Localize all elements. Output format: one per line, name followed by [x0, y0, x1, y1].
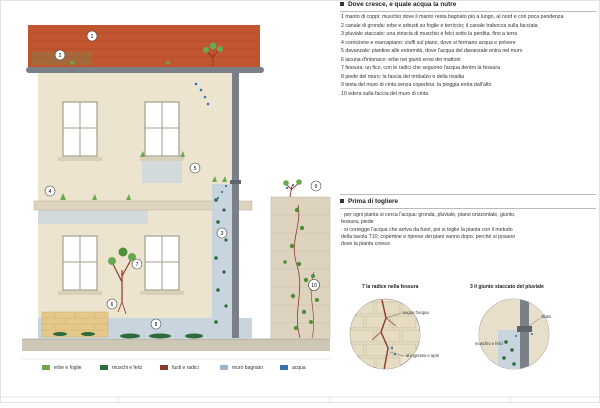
downpipe: [232, 70, 239, 338]
legend-item: fusti e radici: [160, 365, 199, 371]
boundary-wall: [270, 196, 331, 340]
legend-item: muschi e felci: [100, 365, 142, 371]
callout-8: 8: [150, 318, 162, 330]
list-item: 8 piede del muro: la fascia del rimbalzo…: [341, 73, 465, 80]
section-rule: [340, 208, 596, 209]
svg-text:muschio e felci: muschio e felci: [475, 341, 503, 346]
section-rule: [340, 11, 596, 12]
list-item: 2 canale di gronda: erbe e arbusti su fo…: [341, 22, 538, 29]
before-list: · per ogni pianta si cerca l'acqua: gron…: [341, 212, 516, 250]
callout-6: 6: [106, 298, 118, 310]
string-course: [33, 200, 253, 211]
list-item: 1 manto di coppi: muschio dove il manto …: [341, 14, 564, 20]
list-item: 7 fessura: un fico, con le radici che se…: [341, 65, 501, 71]
callout-4: 4: [44, 185, 56, 197]
downpipe-wet-stripe: [212, 184, 232, 338]
legend-swatch: [42, 365, 50, 371]
legend-item: muro bagnato: [220, 365, 263, 371]
svg-text:7: 7: [136, 262, 139, 268]
section-rule: [340, 194, 596, 195]
legend-item: erbe e foglie: [42, 365, 82, 371]
where-list: 1 manto di coppi: muschio dove il manto …: [341, 14, 596, 99]
svg-text:segue l'acqua: segue l'acqua: [403, 310, 429, 315]
legend-swatch: [280, 365, 288, 371]
svg-text:10: 10: [311, 283, 317, 289]
window-upper-right: [140, 101, 184, 183]
detail-downpipe-joint: sfiato muschio e felci: [475, 298, 552, 370]
window-lower-left: [58, 235, 102, 295]
legend-item: acqua: [280, 365, 306, 371]
svg-text:8: 8: [155, 322, 158, 328]
svg-text:2: 2: [59, 53, 62, 59]
svg-text:9: 9: [315, 184, 318, 190]
svg-text:3: 3: [221, 231, 224, 237]
callout-1: 1: [86, 30, 98, 42]
svg-text:4: 4: [49, 189, 52, 195]
svg-text:6: 6: [111, 302, 114, 308]
fig-tree: [108, 247, 136, 315]
roof-tiles: [28, 25, 260, 67]
svg-text:5: 5: [194, 166, 197, 172]
water-drops: [194, 82, 301, 200]
legend-swatch: [100, 365, 108, 371]
list-item: · si corregge l'acqua che arriva da fuor…: [341, 227, 516, 248]
callout-3: 3: [216, 227, 228, 239]
wet-band: [38, 210, 148, 224]
callout-9: 9: [310, 180, 322, 192]
brick-patch: [41, 311, 109, 338]
gutter: [26, 67, 264, 73]
callout-10: 10: [308, 279, 320, 291]
grass-tufts: [60, 151, 227, 200]
list-item: 4 cornicione e marcapiano: ciuffi sul pi…: [341, 39, 516, 46]
detail-left-title: 7 la radice nella fessura: [362, 284, 419, 290]
callout-2: 2: [54, 49, 66, 61]
list-item: 10 edera sulla faccia del muro di cinta: [341, 90, 429, 97]
downpipe-joint: [230, 180, 241, 184]
detail-root-crack: segue l'acqua al ingresso e apre: [349, 298, 440, 370]
list-item: 6 lacuna d'intonaco: erbe nei giunti ero…: [341, 56, 461, 63]
window-lower-right: [140, 235, 184, 295]
list-item: 3 pluviale staccato: una striscia di mus…: [341, 31, 518, 37]
boundary-wall-courses: [271, 214, 330, 324]
square-bullet-icon: [340, 199, 344, 204]
square-bullet-icon: [340, 2, 344, 7]
list-item: · per ogni pianta si cerca l'acqua: gron…: [341, 212, 516, 225]
foot-plants: [53, 332, 203, 339]
callout-5: 5: [189, 162, 201, 174]
window-upper-left: [58, 101, 102, 161]
list-item: 5 davanzale: piantine alle estremità, do…: [341, 48, 523, 54]
legend-swatch: [160, 365, 168, 371]
callout-7: 7: [131, 258, 143, 270]
svg-text:sfiato: sfiato: [541, 314, 552, 319]
legend-swatch: [220, 365, 228, 371]
moss-stripe: [214, 198, 228, 324]
svg-text:1: 1: [91, 34, 94, 40]
section-title-before-removing: Prima di togliere: [340, 198, 398, 205]
detail-right-title: 3 il giunto staccato del pluviale: [470, 284, 544, 290]
callouts: 1 2 3 4 5 6 7 8 9 10: [44, 30, 322, 330]
ground: [22, 339, 330, 351]
list-item: 9 testa del muro di cinta senza copertin…: [341, 82, 492, 88]
ivy: [283, 179, 319, 339]
roof-shrub: [70, 42, 223, 66]
section-title-where: Dove cresce, e quale acqua la nutre: [340, 1, 456, 8]
svg-text:al ingresso e apre: al ingresso e apre: [406, 353, 440, 358]
